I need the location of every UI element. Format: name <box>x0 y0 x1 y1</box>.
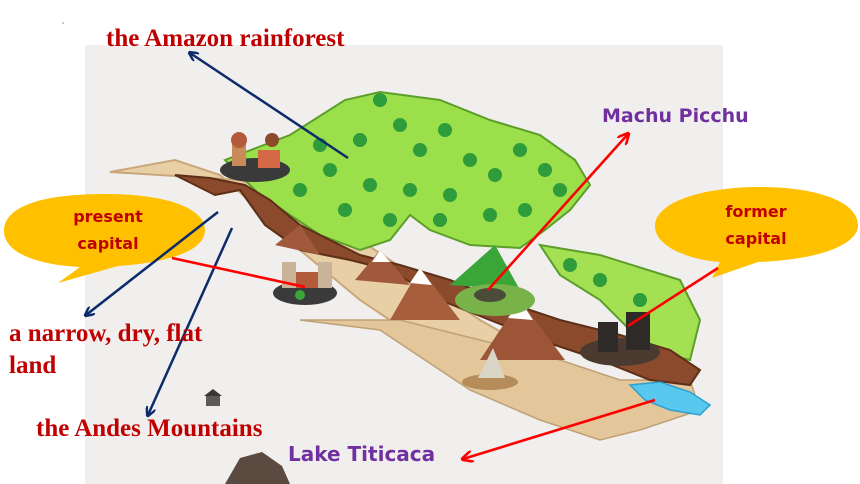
mountain-peak-2 <box>390 268 460 320</box>
coast-label: a narrow, dry, flat land <box>9 318 202 382</box>
snow-cap-1 <box>372 250 390 262</box>
former-capital-line1: former <box>725 202 787 221</box>
peru-map-model <box>109 90 712 484</box>
andes-label: the Andes Mountains <box>36 415 263 442</box>
coast-label-line2: land <box>9 352 57 379</box>
corner-dot <box>62 22 64 24</box>
coast-hut-model <box>204 389 222 406</box>
titicaca-label: Lake Titicaca <box>288 442 436 466</box>
rainforest-trees <box>293 93 647 307</box>
mountain-peak-3 <box>480 300 565 360</box>
machu-picchu-model <box>455 284 535 316</box>
former-capital-bubble <box>655 187 858 278</box>
former-capital-line <box>627 266 719 328</box>
amazon-label: the Amazon rainforest <box>106 25 345 52</box>
titicaca-arrow <box>463 398 656 459</box>
present-capital-line1: present <box>73 207 143 226</box>
present-capital-line <box>171 256 306 289</box>
present-capital-line2: capital <box>77 234 139 253</box>
mountain-peak-1 <box>355 250 410 285</box>
amazon-arrow <box>190 53 349 160</box>
coast-label-line1: a narrow, dry, flat <box>9 320 203 347</box>
machu-picchu-arrow <box>487 134 628 291</box>
andes-hut-model <box>462 348 518 390</box>
foreground-rock <box>225 452 290 484</box>
present-capital-label: present capital <box>52 203 164 257</box>
former-capital-label: former capital <box>700 198 812 252</box>
machu-picchu-label: Machu Picchu <box>602 105 749 127</box>
amazon-town-model <box>220 132 290 182</box>
mountain-peak-4 <box>275 225 320 255</box>
rainforest-region <box>223 90 592 252</box>
green-peak <box>450 245 520 290</box>
snow-cap-2 <box>410 268 432 285</box>
coast-arrow <box>86 211 219 315</box>
andes-arrow <box>148 227 234 415</box>
rainforest-south <box>537 243 702 362</box>
former-capital-line2: capital <box>725 229 787 248</box>
present-capital-model <box>273 262 337 305</box>
